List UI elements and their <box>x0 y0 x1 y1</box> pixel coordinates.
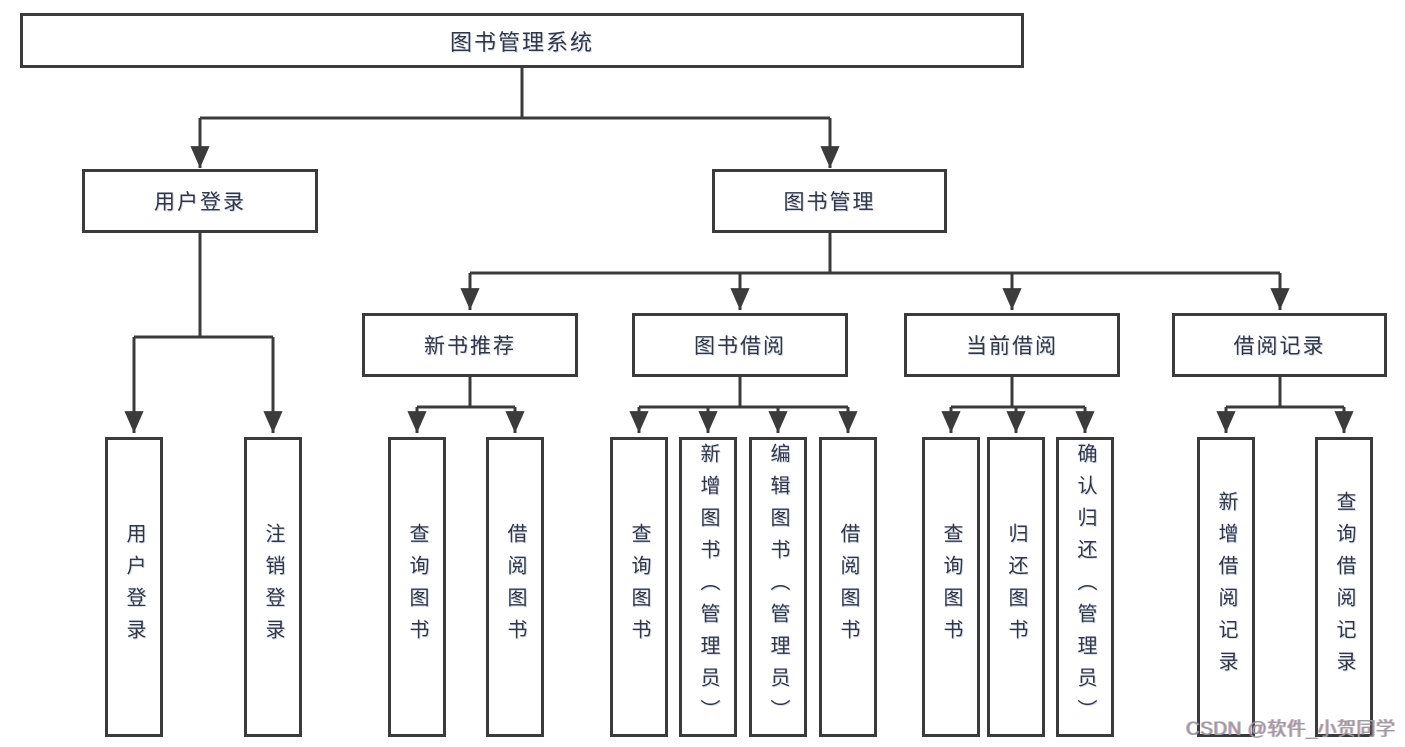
leaf-cb-query-books: 查询图书 <box>922 437 980 737</box>
node-book-management: 图书管理 <box>712 169 947 233</box>
csdn-watermark: CSDN @软件_小贺同学 <box>1186 719 1396 740</box>
leaf-cb-confirm-return-admin: 确认归还（管理员） <box>1056 437 1114 737</box>
node-library-management-system: 图书管理系统 <box>20 13 1024 68</box>
leaf-logout: 注销登录 <box>244 437 302 737</box>
node-user-login: 用户登录 <box>82 169 318 233</box>
node-book-borrow: 图书借阅 <box>632 313 848 377</box>
leaf-br-add-record: 新增借阅记录 <box>1197 437 1255 737</box>
leaf-bb-add-books-admin: 新增图书（管理员） <box>679 437 737 737</box>
leaf-nbr-query-books: 查询图书 <box>388 437 446 737</box>
leaf-cb-return-books: 归还图书 <box>987 437 1045 737</box>
leaf-bb-edit-books-admin: 编辑图书（管理员） <box>749 437 807 737</box>
leaf-bb-query-books: 查询图书 <box>610 437 668 737</box>
leaf-nbr-borrow-books: 借阅图书 <box>486 437 544 737</box>
leaf-br-query-record: 查询借阅记录 <box>1315 437 1373 737</box>
leaf-user-login: 用户登录 <box>105 437 163 737</box>
node-borrow-records: 借阅记录 <box>1172 313 1387 377</box>
node-current-borrow: 当前借阅 <box>904 313 1120 377</box>
node-new-book-recommend: 新书推荐 <box>362 313 578 377</box>
leaf-bb-borrow-books: 借阅图书 <box>819 437 877 737</box>
